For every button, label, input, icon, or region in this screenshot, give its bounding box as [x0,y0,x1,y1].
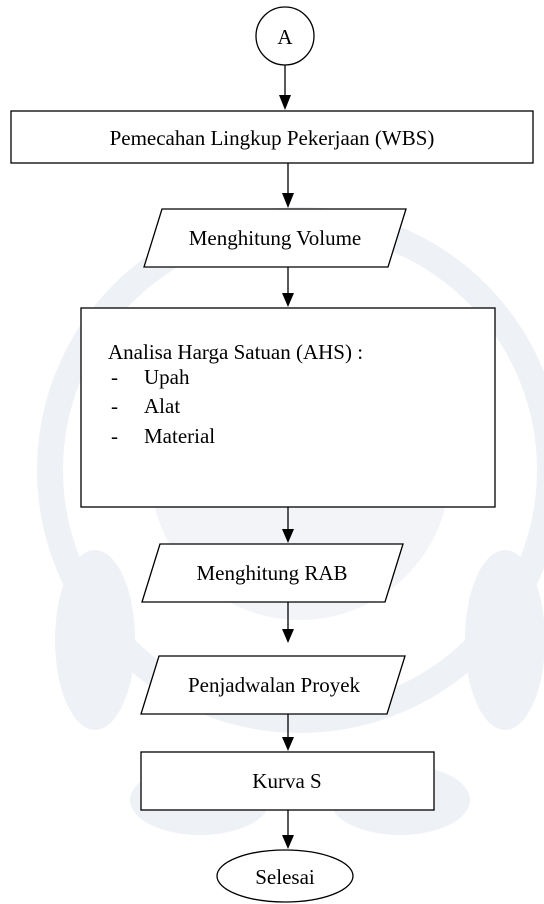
ahs-item-text: Alat [144,394,180,418]
wbs-label: Pemecahan Lingkup Pekerjaan (WBS) [110,126,435,150]
wbs-box [10,110,534,164]
arrow-volume-to-ahs [282,267,294,307]
arrow-wbs-to-volume [282,163,294,208]
ahs-item-text: Material [144,424,215,448]
arrow-kurva-to-end [282,810,294,849]
io-rab: Menghitung RAB [141,543,404,603]
ahs-item-bullet: - [111,365,118,389]
arrow-ahs-to-rab [282,507,294,543]
connector-a: A [255,6,315,66]
io-schedule: Penjadwalan Proyek [140,655,406,715]
volume-parallelogram [143,208,407,268]
ahs-item-list: - Upah - Alat - Material [111,365,215,448]
arrow-a-to-wbs [279,65,291,110]
volume-label: Menghitung Volume [189,226,361,250]
ahs-title: Analisa Harga Satuan (AHS) : [108,340,363,364]
process-kurva-s: Kurva S [140,751,435,811]
schedule-parallelogram [140,655,406,715]
io-volume: Menghitung Volume [143,208,407,268]
connector-label: A [277,25,293,49]
ahs-item-bullet: - [111,424,118,448]
process-wbs: Pemecahan Lingkup Pekerjaan (WBS) [10,110,534,164]
arrow-schedule-to-kurva [282,714,294,751]
schedule-label: Penjadwalan Proyek [188,673,361,697]
kurva-s-label: Kurva S [252,769,321,793]
ahs-box [80,307,496,508]
kurva-s-box [140,751,435,811]
process-ahs: Analisa Harga Satuan (AHS) : - Upah - Al… [80,307,496,508]
arrow-rab-to-schedule [282,602,294,643]
rab-parallelogram [141,543,404,603]
selesai-ellipse [216,849,354,903]
selesai-label: Selesai [255,865,315,889]
ahs-item-bullet: - [111,394,118,418]
terminator-selesai: Selesai [216,849,354,903]
ahs-item-text: Upah [144,365,190,389]
rab-label: Menghitung RAB [196,561,347,585]
